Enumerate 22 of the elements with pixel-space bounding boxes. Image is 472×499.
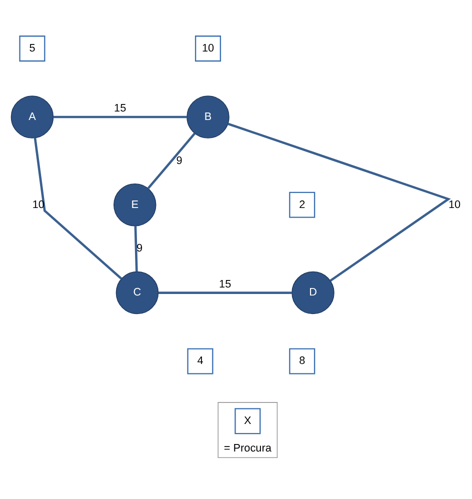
connector [53,115,187,118]
connector [147,132,196,189]
node-circle: A [10,95,54,138]
node-circle: B [186,95,230,138]
node-box: 4 [187,348,214,374]
edge-label: 15 [114,102,126,114]
node-circle: C [116,270,159,314]
node-box: 2 [289,191,316,218]
edge-label: 9 [136,242,143,254]
edge-label: 10 [448,198,461,210]
node-circle: D [292,270,334,314]
connector [228,122,450,282]
node-box: 10 [194,35,222,62]
connector [134,225,138,272]
node-circle: E [114,183,156,226]
connector [158,291,292,294]
node-box: X [234,408,261,434]
connector [34,137,122,280]
edge-label: 9 [176,154,182,166]
node-box: 5 [19,35,46,62]
edge-label: 15 [219,278,232,290]
node-box: 8 [289,348,316,374]
